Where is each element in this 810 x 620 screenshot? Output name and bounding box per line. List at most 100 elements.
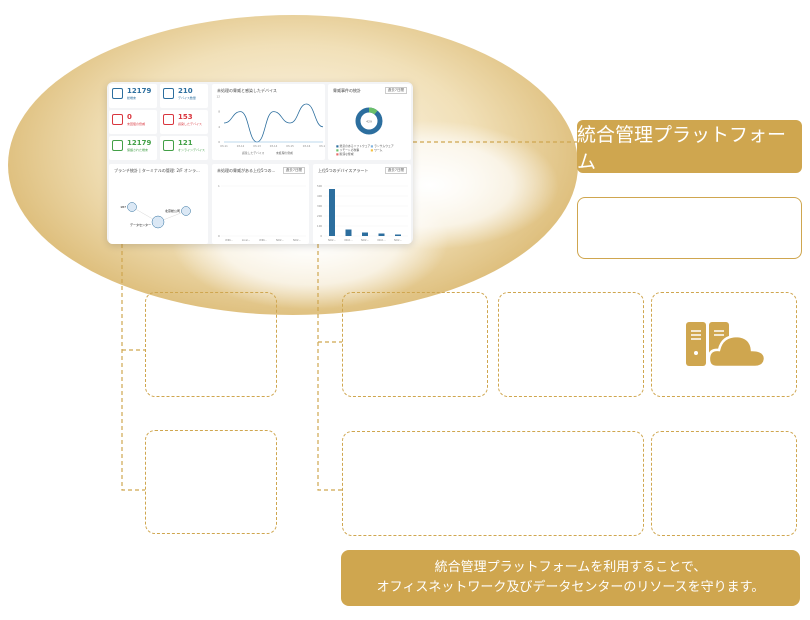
branch-title: ブランチ統計 | ターミナルの管理: 2/F オンラ... <box>114 168 200 173</box>
server-cloud-icon <box>686 322 767 369</box>
donut-slice-remote <box>368 107 378 115</box>
stat-value: 210 <box>178 87 193 95</box>
top5-alert-title: 上位5つのデバイスアラート <box>318 168 369 173</box>
donut-chart: 429 <box>355 107 383 135</box>
x-tick: 03-15 <box>286 144 294 148</box>
svg-text:北京総公司: 北京総公司 <box>165 208 180 213</box>
stat-label: 総端末 <box>127 96 137 100</box>
stat-label: 保護された端末 <box>127 148 149 152</box>
icon-box <box>651 292 797 397</box>
donut-center-value: 429 <box>366 120 372 124</box>
x-tick: NO2... <box>293 238 301 242</box>
legend-item: ■ 悪意のあるソフトウェア <box>336 144 371 148</box>
node-icon <box>151 215 165 229</box>
x-tick: 03-11 <box>220 144 228 148</box>
line-chart: 0481203-1103-1203-1303-1403-1503-1603-17… <box>216 94 325 155</box>
y-tick: 4 <box>218 125 220 129</box>
bar <box>345 229 352 236</box>
x-tick: 03-13 <box>253 144 261 148</box>
legend-item: ■ ワーム <box>370 148 383 152</box>
y-tick: 500 <box>317 184 322 188</box>
stat-icon <box>163 88 174 99</box>
stat-value: 0 <box>127 113 132 121</box>
x-tick: 03-12 <box>237 144 245 148</box>
stat-icon <box>112 114 123 125</box>
stat-icon <box>112 140 123 151</box>
x-tick: NO2... <box>276 238 284 242</box>
x-tick: NO2... <box>344 238 352 242</box>
y-tick: 1 <box>218 184 220 188</box>
dashed-box <box>145 292 277 397</box>
dashed-box <box>342 431 644 536</box>
dashed-box <box>145 430 277 534</box>
stat-icon <box>163 140 174 151</box>
y-tick: 8 <box>218 110 220 114</box>
legend-item: ■ ランサムウェア <box>370 144 394 148</box>
platform-title: 統合管理プラットフォーム <box>577 120 802 173</box>
y-tick: 12 <box>216 94 220 98</box>
bar <box>378 233 385 236</box>
stat-label: デバイス数量 <box>178 96 196 100</box>
series-infected-line <box>223 103 324 143</box>
stat-value: 12179 <box>127 139 152 147</box>
dashed-box <box>342 292 488 397</box>
donut-title: 脅威事件の統計 <box>333 88 361 93</box>
y-tick: 100 <box>317 224 322 228</box>
stat-value: 12179 <box>127 87 152 95</box>
branch-graph: 187 北京総公司 データセンター <box>120 202 191 229</box>
x-tick: NO2... <box>377 238 385 242</box>
bar <box>329 189 335 236</box>
bar <box>362 232 368 236</box>
svg-text:データセンター: データセンター <box>130 222 151 227</box>
top5-threat-title: 未処理の脅威がある上位5つの... <box>217 168 276 173</box>
legend-item: 未処理の脅威 <box>276 151 293 155</box>
x-tick: WIN... <box>225 238 233 242</box>
x-tick: 03-14 <box>270 144 278 148</box>
donut-panel: 脅威事件の統計 過去7日間 429 ■ 悪意のあるソフトウェア■ ランサムウェア… <box>328 84 411 160</box>
line-chart-title: 未処理の脅威と感染したデバイス <box>217 88 277 93</box>
x-tick: NO2... <box>361 238 369 242</box>
stat-icon <box>163 114 174 125</box>
x-tick: WIN... <box>259 238 267 242</box>
x-tick: NO2... <box>394 238 402 242</box>
top5-threat-chart: 01WIN...local...WIN...NO2...NO2... <box>218 184 306 242</box>
stat-label: 未回復の脅威 <box>127 122 146 126</box>
x-tick: 03-16 <box>303 144 311 148</box>
stat-value: 121 <box>178 139 193 147</box>
stat-icon <box>112 88 123 99</box>
banner-line-2: オフィスネットワーク及びデータセンターのリソースを守ります。 <box>376 580 765 595</box>
stat-label: オンラインデバイス <box>178 148 205 152</box>
dashed-box <box>498 292 644 397</box>
x-tick: local... <box>242 238 251 242</box>
svg-text:187: 187 <box>120 205 126 209</box>
period-select[interactable]: 過去7日間 <box>384 87 407 94</box>
empty-solid-box <box>577 197 802 259</box>
y-tick: 300 <box>317 204 322 208</box>
y-tick: 0 <box>320 234 322 238</box>
bar <box>395 234 401 236</box>
stat-value: 153 <box>178 113 193 121</box>
y-tick: 200 <box>317 214 322 218</box>
period-select[interactable]: 過去7日間 <box>282 167 305 174</box>
legend-item: ■ リモートの攻撃 <box>336 148 360 152</box>
x-tick: NO2... <box>328 238 336 242</box>
y-tick: 400 <box>317 194 322 198</box>
legend-item: ■ 脆弱な脅威 <box>336 152 354 156</box>
stat-label: 感染したデバイス <box>178 122 202 126</box>
legend-item: 感染したデバイス <box>242 151 264 155</box>
description-banner: 統合管理プラットフォームを利用することで、 オフィスネットワーク及びデータセンタ… <box>341 550 800 606</box>
dashed-box <box>651 431 797 536</box>
period-select[interactable]: 過去7日間 <box>384 167 407 174</box>
